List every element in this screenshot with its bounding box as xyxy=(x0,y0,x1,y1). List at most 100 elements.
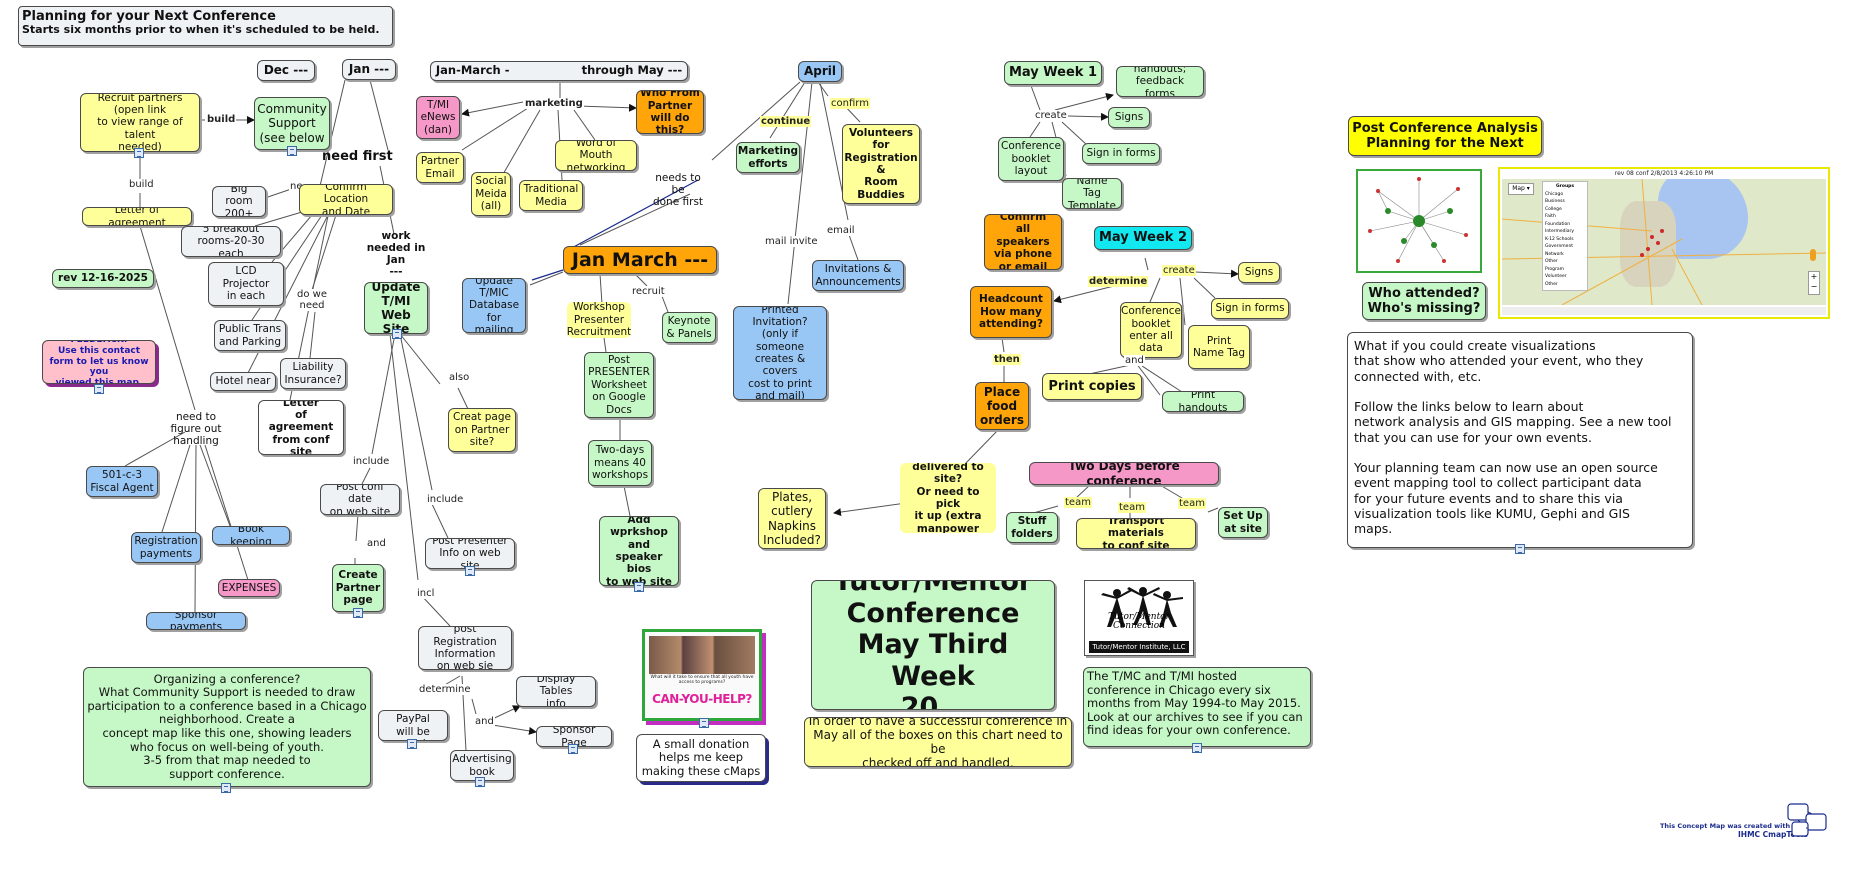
node-liability[interactable]: Liability Insurance? xyxy=(280,358,346,389)
node-organizing[interactable]: Organizing a conference? What Community … xyxy=(83,667,371,787)
node-print-handouts[interactable]: Print handouts xyxy=(1162,391,1244,412)
node-word-of-mouth[interactable]: Word of Mouth networking xyxy=(555,140,637,171)
node-public-trans[interactable]: Public Trans and Parking xyxy=(214,320,286,351)
cmap-link-icon[interactable] xyxy=(392,329,402,339)
map-type-button[interactable]: Map ▾ xyxy=(1508,183,1534,195)
node-workshop-presenter[interactable]: Workshop Presenter Recruitment xyxy=(567,302,631,338)
gis-map-thumbnail[interactable]: rev 08 conf 2/8/2013 4:26:10 PM Map ▾ Gr… xyxy=(1498,167,1830,319)
node-community-support[interactable]: Community Support (see below xyxy=(254,97,330,150)
cmap-link-icon[interactable] xyxy=(634,582,644,592)
node-conference-booklet-data[interactable]: Conference booklet enter all data xyxy=(1120,302,1182,358)
node-signs-w2[interactable]: Signs xyxy=(1238,262,1280,283)
link-line xyxy=(711,81,801,161)
node-jan-march-main[interactable]: Jan March --- xyxy=(563,246,717,274)
node-set-up-site[interactable]: Set Up at site xyxy=(1218,507,1268,538)
cmap-link-icon[interactable] xyxy=(699,718,709,728)
node-post-conf-analysis[interactable]: Post Conference Analysis Planning for th… xyxy=(1348,116,1542,156)
node-invitations-announcements[interactable]: Invitations & Announcements xyxy=(812,260,904,291)
node-place-food-orders[interactable]: Place food orders xyxy=(975,382,1029,430)
node-what-if[interactable]: What if you could create visualizations … xyxy=(1347,332,1693,548)
network-graph-thumbnail[interactable] xyxy=(1356,169,1482,273)
node-update-tmi-web[interactable]: Update T/MI Web Site xyxy=(364,282,428,334)
node-post-presenter-worksheet[interactable]: Post PRESENTER Worksheet on Google Docs xyxy=(584,352,654,418)
node-book-keeping[interactable]: Book keeping xyxy=(212,526,290,545)
node-add-workshop-bios[interactable]: Add wprkshop and speaker bios to web sit… xyxy=(599,516,679,586)
cmap-link-icon[interactable] xyxy=(568,744,578,754)
node-create-partner-page[interactable]: Create Partner page xyxy=(332,564,384,612)
node-successful-conf[interactable]: In order to have a successful conference… xyxy=(804,717,1072,767)
cmap-link-icon[interactable] xyxy=(287,146,297,156)
node-name-tag-template[interactable]: Name Tag Template xyxy=(1062,178,1122,209)
cmap-link-icon[interactable] xyxy=(407,739,417,749)
node-print-copies[interactable]: Print copies xyxy=(1042,373,1142,400)
node-display-tables[interactable]: Display Tables info xyxy=(516,676,596,707)
node-letter-of-agreement[interactable]: Letter of agreement xyxy=(82,207,192,226)
node-internet-lcd[interactable]: Internet & LCD Projector in each room xyxy=(208,262,284,306)
node-dec[interactable]: Dec --- xyxy=(257,60,315,81)
node-handouts-feedback[interactable]: handouts; feedback forms xyxy=(1116,66,1204,97)
node-small-donation[interactable]: A small donation helps me keep making th… xyxy=(636,734,766,782)
node-who-from-partner[interactable]: Who From Partner will do this? xyxy=(636,90,704,134)
tutor-mentor-logo[interactable]: Tutor/Mentor Connection Tutor/Mentor Ins… xyxy=(1084,580,1194,656)
node-tmi-enews[interactable]: T/MI eNews (dan) xyxy=(416,96,460,139)
cmap-link-icon[interactable] xyxy=(221,783,231,793)
node-will-food[interactable]: Will food be delivered to site? Or need … xyxy=(900,463,996,533)
cmap-link-icon[interactable] xyxy=(1192,743,1202,753)
cmap-link-icon[interactable] xyxy=(465,566,475,576)
node-post-conf-date[interactable]: Post conf date on web site xyxy=(320,484,400,515)
node-headcount[interactable]: Headcount How many attending? xyxy=(970,286,1052,338)
cmap-link-icon[interactable] xyxy=(1515,544,1525,554)
node-post-registration[interactable]: post Registration Information on web sie xyxy=(418,626,512,670)
node-print-name-tag[interactable]: Print Name Tag xyxy=(1188,325,1250,369)
node-expenses[interactable]: EXPENSES xyxy=(218,579,280,597)
node-may-week1[interactable]: May Week 1 xyxy=(1004,61,1102,85)
node-what-paypal[interactable]: What PayPal will be used xyxy=(378,710,448,741)
node-tmc-hosted[interactable]: The T/MC and T/MI hosted conference in C… xyxy=(1083,667,1311,747)
zoom-controls[interactable]: +− xyxy=(1808,271,1820,295)
node-breakout-rooms[interactable]: 5 breakout rooms-20-30 each xyxy=(181,226,281,257)
node-traditional-media[interactable]: Traditional Media xyxy=(519,180,583,211)
node-stuff-folders[interactable]: Stuff folders xyxy=(1006,512,1058,543)
node-hotel-near[interactable]: Hotel near xyxy=(210,372,276,391)
node-registration-payments[interactable]: Registration payments xyxy=(131,532,201,563)
node-recruit-partners[interactable]: Recruit partners (open link to view rang… xyxy=(80,93,200,152)
node-volunteers[interactable]: Volunteers for Registration & Room Buddi… xyxy=(842,124,920,204)
node-tutor-mentor-conf[interactable]: Tutor/Mentor Conference May Third Week 2… xyxy=(811,580,1055,710)
cmap-link-icon[interactable] xyxy=(353,608,363,618)
node-printed-invitation[interactable]: Printed Invitation? (only if someone cre… xyxy=(733,306,827,400)
node-jan-march-through-may[interactable]: Jan-March - through May --- xyxy=(430,61,688,81)
node-social-media[interactable]: Social Meida (all) xyxy=(471,172,511,216)
node-who-attended[interactable]: Who attended? Who's missing? xyxy=(1362,282,1486,320)
node-jan[interactable]: Jan --- xyxy=(342,59,396,80)
node-advertising-book[interactable]: Advertising book xyxy=(450,750,514,781)
node-may-week2[interactable]: May Week 2 xyxy=(1094,226,1192,250)
node-plates-cutlery[interactable]: Plates, cutlery Napkins Included? xyxy=(758,488,826,549)
node-two-days-workshops[interactable]: Two-days means 40 workshops xyxy=(588,440,652,486)
cmap-link-icon[interactable] xyxy=(94,384,104,394)
cmap-link-icon[interactable] xyxy=(475,777,485,787)
node-fiscal-agent[interactable]: 501-c-3 Fiscal Agent xyxy=(86,466,158,497)
pegman-icon[interactable] xyxy=(1810,249,1816,261)
node-update-tmic-db[interactable]: Update T/MIC Database for mailing xyxy=(462,278,526,333)
cmaptools-logo-icon[interactable] xyxy=(1786,800,1830,840)
node-feedback[interactable]: FEEDBACK: Use this contact form to let u… xyxy=(42,340,156,384)
node-confirm-speakers[interactable]: Confirm all speakers via phone or email xyxy=(984,214,1062,270)
node-conference-booklet-layout[interactable]: Conference booklet layout xyxy=(998,137,1064,181)
node-sign-in-forms-w1[interactable]: Sign in forms xyxy=(1082,143,1160,164)
node-april[interactable]: April xyxy=(798,61,842,82)
node-big-room[interactable]: Big room 200+ xyxy=(212,186,266,217)
node-sign-in-forms-w2[interactable]: Sign in forms xyxy=(1211,298,1289,319)
node-marketing-efforts[interactable]: Marketing efforts xyxy=(736,142,800,173)
node-transport-materials[interactable]: Transport materials to conf site xyxy=(1076,518,1196,549)
cmap-link-icon[interactable] xyxy=(134,148,144,158)
node-signs-w1[interactable]: Signs xyxy=(1108,107,1150,128)
node-letter-agreement-conf-site[interactable]: Letter of agreement from conf site xyxy=(258,400,344,455)
node-two-days-before[interactable]: Two Days before conference xyxy=(1029,462,1219,485)
node-sponsor-payments[interactable]: Sponsor payments xyxy=(146,612,246,630)
node-confirm-location[interactable]: Confirm Location and Date xyxy=(299,184,393,215)
node-keynote-panels[interactable]: Keynote & Panels xyxy=(662,312,716,343)
node-creat-page-partner[interactable]: Creat page on Partner site? xyxy=(448,408,516,452)
donation-image[interactable]: What will it take to ensure that all you… xyxy=(642,629,762,721)
node-post-presenter-info[interactable]: Post Presenter Info on web site xyxy=(425,538,515,569)
node-partner-email[interactable]: Partner Email xyxy=(416,152,464,183)
